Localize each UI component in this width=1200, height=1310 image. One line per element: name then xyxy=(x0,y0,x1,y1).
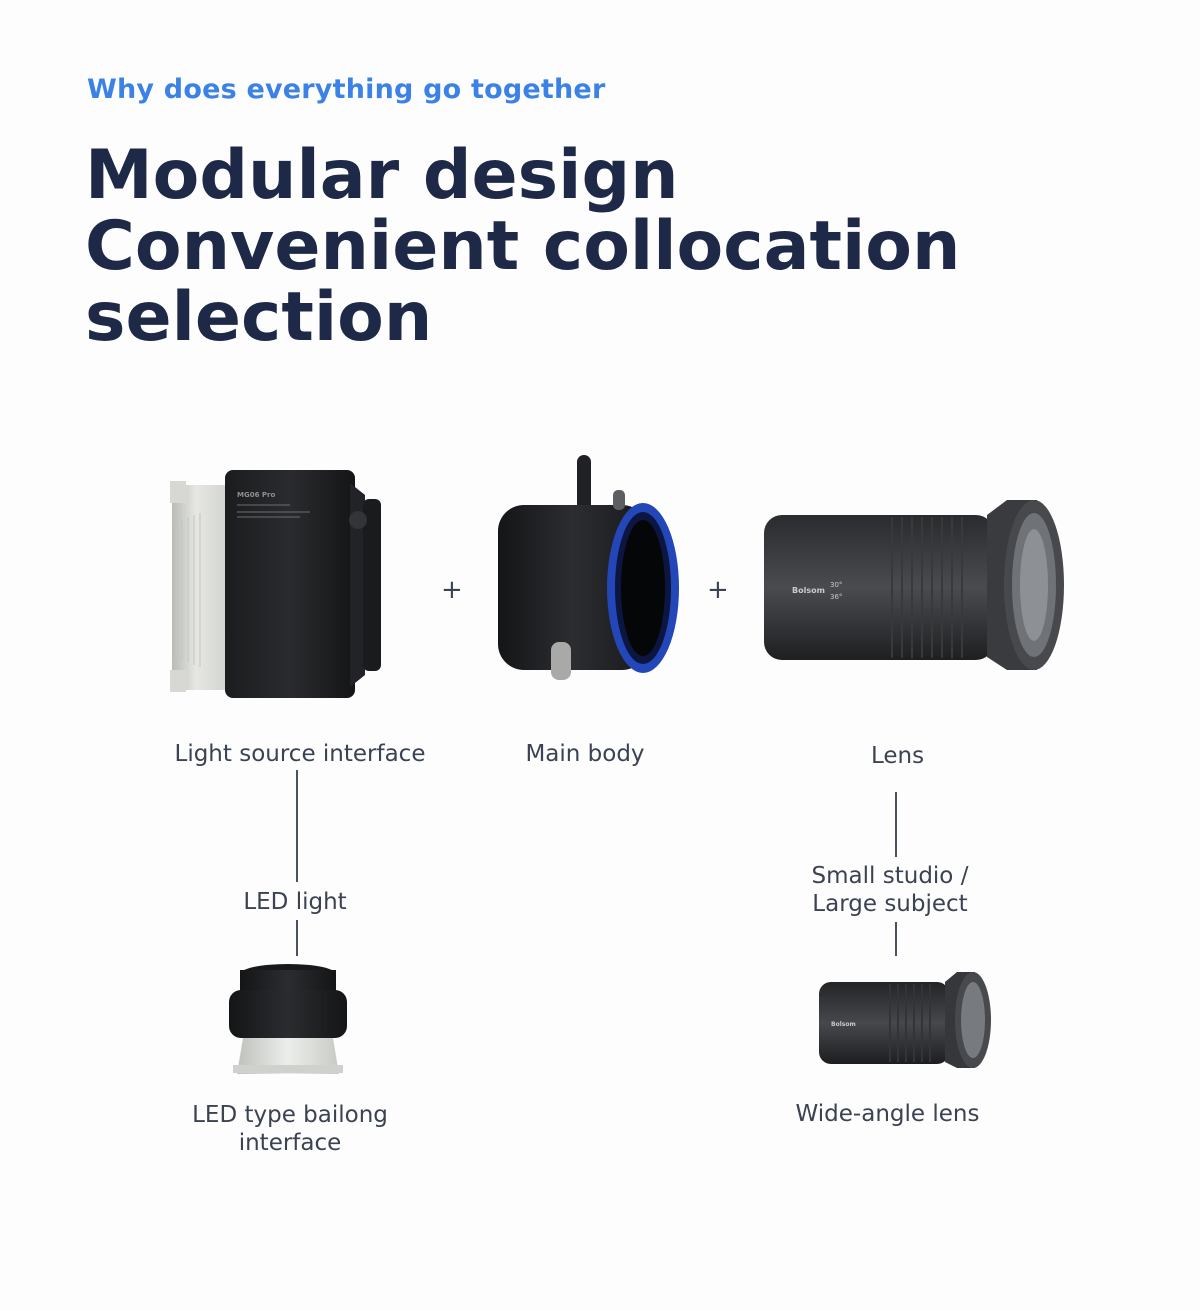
studio-line-1: Small studio / xyxy=(811,863,969,889)
connector-line xyxy=(296,920,298,956)
svg-text:MG06 Pro: MG06 Pro xyxy=(237,491,275,499)
svg-text:30°: 30° xyxy=(830,581,842,589)
svg-text:36°: 36° xyxy=(830,593,842,601)
headline: Modular design Convenient collocation se… xyxy=(85,140,960,353)
headline-line-3: selection xyxy=(85,278,433,357)
light-source-interface-label: Light source interface xyxy=(174,741,426,767)
headline-line-2: Convenient collocation xyxy=(85,207,961,286)
light-source-interface-image: MG06 Pro xyxy=(170,470,381,698)
led-bailong-line-2: interface xyxy=(238,1130,342,1156)
led-bailong-line-1: LED type bailong xyxy=(192,1102,388,1128)
studio-line-2: Large subject xyxy=(812,891,968,917)
wide-angle-lens-image: Bolsom xyxy=(819,972,991,1068)
studio-subject-label: Small studio / Large subject xyxy=(795,862,985,918)
led-light-label: LED light xyxy=(243,889,347,915)
connector-line xyxy=(895,792,897,857)
main-body-image xyxy=(498,455,679,680)
headline-line-1: Modular design xyxy=(85,136,679,215)
lens-image: Bolsom 30° 36° xyxy=(764,500,1064,670)
svg-text:Bolsom: Bolsom xyxy=(831,1021,856,1028)
plus-sign-2: + xyxy=(707,575,729,605)
led-bailong-interface-image xyxy=(229,964,347,1074)
wide-angle-lens-label: Wide-angle lens xyxy=(795,1101,980,1127)
led-bailong-interface-label: LED type bailong interface xyxy=(180,1101,400,1157)
lens-label: Lens xyxy=(870,743,925,769)
connector-line xyxy=(296,770,298,882)
svg-text:Bolsom: Bolsom xyxy=(792,586,825,595)
main-body-label: Main body xyxy=(525,741,645,767)
connector-line xyxy=(895,922,897,956)
plus-sign-1: + xyxy=(441,575,463,605)
eyebrow-text: Why does everything go together xyxy=(87,74,606,105)
